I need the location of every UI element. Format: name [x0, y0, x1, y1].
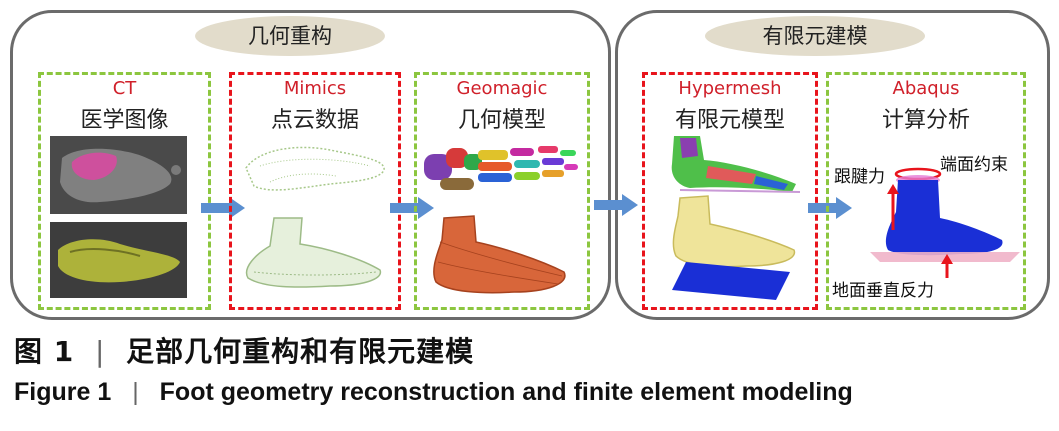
fem-panel-title: 有限元建模 — [705, 16, 925, 56]
step-hypermesh-tool: Hypermesh — [678, 78, 782, 99]
achilles-force-label: 跟腱力 — [834, 167, 885, 187]
step-geomagic-box: Geomagic 几何模型 — [414, 72, 590, 310]
fem-foot-model-image — [672, 195, 796, 268]
ground-reaction-arrow — [941, 254, 953, 278]
step-hypermesh-desc: 有限元模型 — [674, 108, 785, 133]
step-geomagic-desc: 几何模型 — [457, 108, 546, 133]
caption-en-text: Foot geometry reconstruction and finite … — [159, 378, 853, 406]
flow-arrow-1 — [201, 197, 245, 219]
ct-scan-top-image — [50, 136, 187, 214]
step-abaqus-tool: Abaqus — [892, 78, 960, 99]
geometry-panel-title: 几何重构 — [195, 16, 385, 56]
step-mimics-desc: 点云数据 — [270, 108, 359, 133]
bone-model-image — [424, 146, 578, 190]
step-ct-desc: 医学图像 — [80, 108, 169, 133]
caption-chinese: 图 1 | 足部几何重构和有限元建模 — [14, 330, 474, 370]
end-constraint-label: 端面约束 — [940, 155, 1008, 175]
step-abaqus-desc: 计算分析 — [881, 108, 970, 133]
caption-en-separator: | — [132, 378, 139, 406]
step-mimics-tool: Mimics — [283, 78, 347, 99]
solid-foot-image — [433, 215, 566, 294]
achilles-force-arrow — [887, 184, 899, 230]
caption-en-label: Figure 1 — [14, 378, 112, 406]
fem-ground-plate-image — [672, 262, 790, 300]
step-mimics-box: Mimics 点云数据 — [229, 72, 401, 310]
fem-bone-model-image — [671, 136, 801, 193]
flow-arrow-2 — [390, 197, 434, 219]
caption-english: Figure 1 | Foot geometry reconstruction … — [14, 378, 853, 407]
step-ct-box: CT 医学图像 — [38, 72, 211, 310]
step-abaqus-box: Abaqus 计算分析 — [826, 72, 1026, 310]
ct-scan-bottom-image — [50, 222, 187, 298]
step-hypermesh-box: Hypermesh 有限元模型 — [642, 72, 818, 310]
point-cloud-top-image — [245, 146, 385, 191]
step-geomagic-tool: Geomagic — [456, 78, 548, 99]
caption-cn-separator: | — [94, 335, 106, 368]
caption-cn-label: 图 1 — [14, 335, 75, 368]
flow-arrow-4 — [808, 197, 852, 219]
caption-cn-text: 足部几何重构和有限元建模 — [126, 335, 475, 368]
ground-reaction-label: 地面垂直反力 — [832, 281, 934, 301]
flow-arrow-3 — [594, 194, 638, 216]
abaqus-analysis-image — [870, 167, 1020, 262]
point-cloud-bottom-image — [245, 217, 382, 288]
step-ct-tool: CT — [112, 78, 137, 99]
